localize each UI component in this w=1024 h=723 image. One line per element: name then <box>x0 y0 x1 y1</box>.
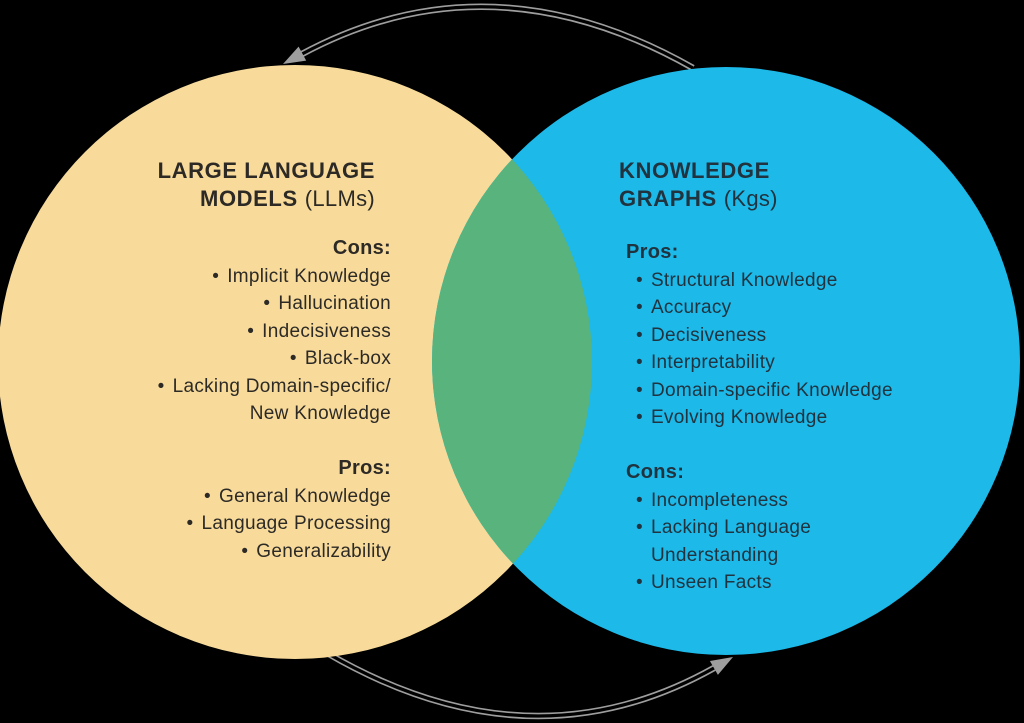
kg-title-line1: KNOWLEDGE <box>619 158 770 183</box>
llm-title-line1: LARGE LANGUAGE <box>157 158 375 183</box>
bullet-icon: • <box>636 407 643 428</box>
llm-pros-list: •General Knowledge •Language Processing … <box>158 483 391 566</box>
kg-lists: Pros: •Structural Knowledge •Accuracy •D… <box>626 239 893 597</box>
list-item: •Evolving Knowledge <box>636 404 893 432</box>
bullet-icon: • <box>157 375 165 397</box>
kg-title-abbrev: (Kgs) <box>723 186 778 211</box>
bullet-icon: • <box>212 265 220 287</box>
llm-title-abbrev: (LLMs) <box>304 186 375 211</box>
list-item: •Incompleteness <box>636 487 893 515</box>
bullet-icon: • <box>241 540 249 562</box>
list-item: •Structural Knowledge <box>636 267 893 295</box>
list-item: •Language Processing <box>158 510 391 538</box>
list-item: •Indecisiveness <box>158 318 391 346</box>
kg-pros-header: Pros: <box>626 241 679 263</box>
list-item: •Unseen Facts <box>636 569 893 597</box>
bullet-icon: • <box>636 297 643 318</box>
llm-title-line2: MODELS(LLMs) <box>158 185 375 213</box>
llm-pros-header: Pros: <box>338 457 391 479</box>
llm-lists: Cons: •Implicit Knowledge •Hallucination… <box>158 235 391 565</box>
top-arrowhead-icon <box>283 46 307 64</box>
top-arrow <box>283 3 695 71</box>
bullet-icon: • <box>263 293 271 314</box>
bullet-icon: • <box>247 320 255 342</box>
bullet-icon: • <box>636 379 643 401</box>
kg-pros-list: •Structural Knowledge •Accuracy •Decisiv… <box>626 267 893 432</box>
bullet-icon: • <box>186 513 194 534</box>
list-item: •Lacking Language Understanding <box>636 514 893 569</box>
list-item: •Generalizability <box>158 538 391 566</box>
right-circle <box>432 67 1020 655</box>
list-item: •Hallucination <box>158 290 391 318</box>
list-item: •Domain-specific Knowledge <box>636 377 893 405</box>
kg-title: KNOWLEDGE GRAPHS(Kgs) <box>619 157 778 213</box>
list-item: •Accuracy <box>636 294 893 322</box>
list-item: •Interpretability <box>636 349 893 377</box>
bullet-icon: • <box>636 324 643 346</box>
bullet-icon: • <box>636 489 643 511</box>
llm-title: LARGE LANGUAGE MODELS(LLMs) <box>158 157 375 213</box>
bullet-icon: • <box>636 352 643 373</box>
bullet-icon: • <box>636 269 643 291</box>
bottom-arrow <box>325 650 733 720</box>
bullet-icon: • <box>636 517 643 538</box>
llm-title-line2-bold: MODELS <box>200 186 298 211</box>
list-item: •Implicit Knowledge <box>158 263 391 291</box>
bottom-arrowhead-icon <box>709 657 733 675</box>
list-item: •General Knowledge <box>158 483 391 511</box>
list-item: •Lacking Domain-specific/ New Knowledge <box>158 373 391 428</box>
bullet-icon: • <box>289 348 297 369</box>
kg-cons-list: •Incompleteness •Lacking Language Unders… <box>626 487 893 597</box>
llm-cons-list: •Implicit Knowledge •Hallucination •Inde… <box>158 263 391 428</box>
list-item: •Black-box <box>158 345 391 373</box>
kg-title-line2-bold: GRAPHS <box>619 186 717 211</box>
bullet-icon: • <box>636 572 643 593</box>
kg-title-line2: GRAPHS(Kgs) <box>619 185 778 213</box>
left-circle <box>0 65 592 659</box>
list-item: •Decisiveness <box>636 322 893 350</box>
kg-cons-header: Cons: <box>626 461 685 483</box>
bullet-icon: • <box>204 485 211 507</box>
llm-cons-header: Cons: <box>332 237 391 259</box>
